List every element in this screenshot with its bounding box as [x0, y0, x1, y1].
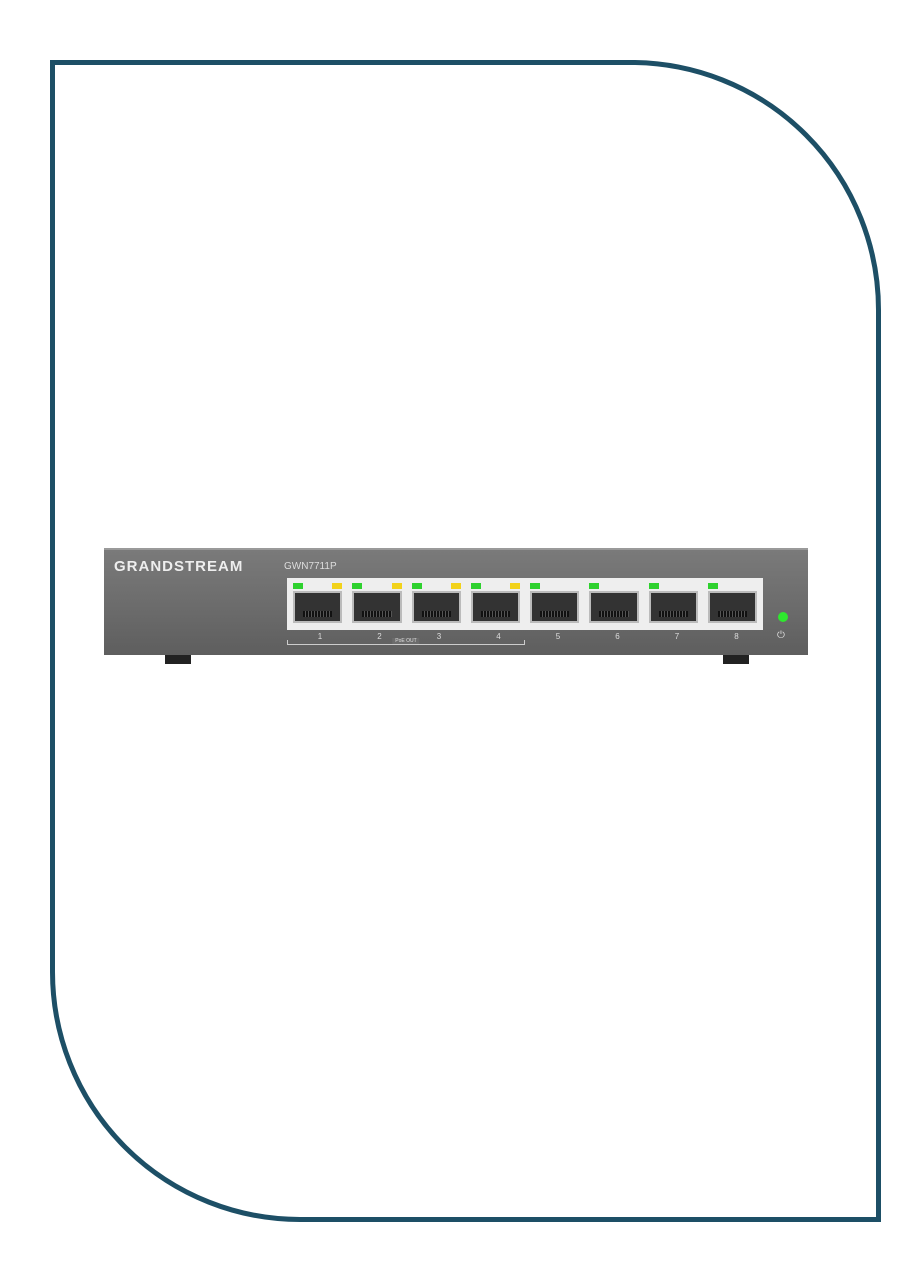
rj45-jack — [648, 591, 698, 623]
ethernet-port — [527, 581, 583, 627]
link-led — [707, 583, 718, 589]
ethernet-port — [349, 581, 405, 627]
port-number: 4 — [496, 632, 501, 641]
link-led — [293, 583, 303, 589]
ethernet-port — [467, 581, 523, 627]
ethernet-port — [645, 581, 701, 627]
ethernet-port — [586, 581, 642, 627]
rj45-jack — [411, 591, 461, 623]
switch-foot — [723, 654, 749, 664]
model-label: GWN7711P — [284, 561, 337, 572]
poe-led — [332, 583, 343, 589]
rj45-jack — [530, 591, 580, 623]
port-number: 6 — [615, 632, 620, 641]
port-number: 1 — [317, 632, 323, 641]
poe-led — [450, 583, 461, 589]
brand-logo: GRANDSTREAM — [114, 558, 244, 575]
link-led — [530, 583, 540, 589]
link-led — [589, 583, 600, 589]
link-led — [352, 583, 363, 589]
link-led — [411, 583, 422, 589]
port-number: 7 — [674, 632, 680, 641]
rj45-jack — [470, 591, 520, 623]
port-number: 8 — [734, 632, 739, 641]
rj45-jack — [589, 591, 639, 623]
rj45-jack — [352, 591, 402, 623]
rj45-jack — [707, 591, 757, 623]
link-led — [470, 583, 481, 589]
link-led — [648, 583, 659, 589]
rounded-frame — [50, 60, 881, 1222]
port-block — [287, 578, 763, 630]
poe-label: PoE OUT — [392, 638, 420, 644]
port-number: 2 — [377, 632, 382, 641]
poe-led — [391, 583, 402, 589]
switch-foot — [165, 654, 191, 664]
power-icon: ⏻ — [777, 630, 785, 641]
network-switch: GRANDSTREAM GWN7711P PoE OUT ⏻ 1 2 3 4 5 6 7 8 — [104, 548, 808, 655]
ethernet-port — [408, 581, 464, 627]
port-number: 3 — [436, 632, 442, 641]
power-led — [778, 612, 788, 622]
ethernet-port — [290, 581, 346, 627]
ethernet-port — [704, 581, 760, 627]
rj45-jack — [293, 591, 343, 623]
port-number: 5 — [555, 632, 561, 641]
poe-led — [510, 583, 520, 589]
poe-bracket: PoE OUT — [287, 638, 525, 645]
